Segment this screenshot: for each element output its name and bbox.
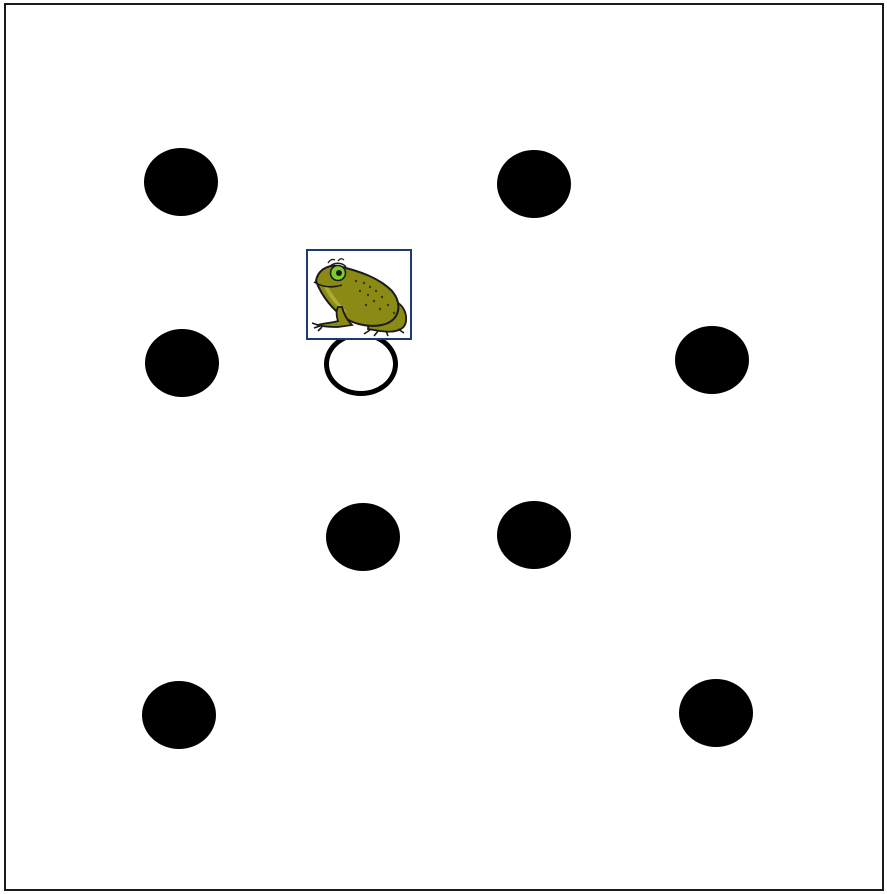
game-board [4, 3, 884, 891]
frog-icon [308, 251, 410, 338]
peg-top-center[interactable] [497, 150, 571, 218]
peg-top-left[interactable] [144, 148, 218, 216]
peg-lower-center-right[interactable] [497, 501, 571, 569]
peg-bottom-right[interactable] [679, 679, 753, 747]
peg-mid-right[interactable] [675, 326, 749, 394]
peg-bottom-left[interactable] [142, 681, 216, 749]
peg-mid-center-empty[interactable] [324, 332, 398, 396]
peg-mid-left[interactable] [145, 329, 219, 397]
frog-piece[interactable] [306, 249, 412, 340]
peg-lower-center-left[interactable] [326, 503, 400, 571]
